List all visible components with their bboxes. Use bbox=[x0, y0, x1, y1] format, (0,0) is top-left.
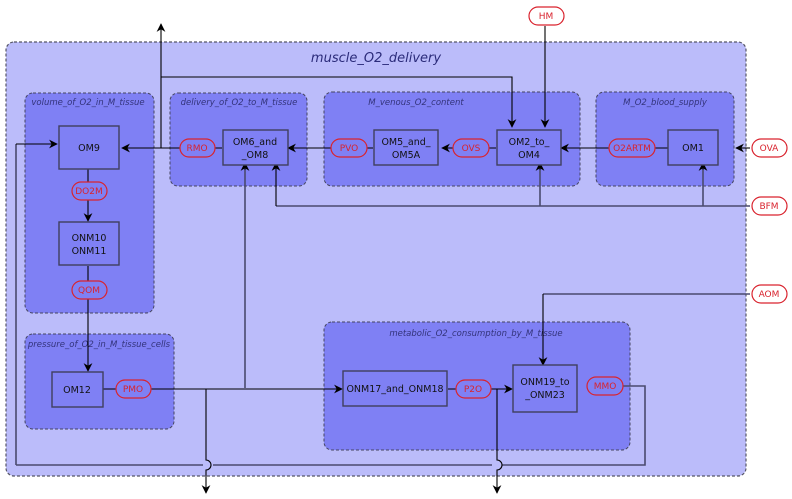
input-aom[interactable]: AOM bbox=[751, 284, 788, 304]
box-om9[interactable]: OM9 bbox=[58, 125, 120, 170]
outer-title: muscle_O2_delivery bbox=[311, 51, 441, 66]
variable-mmo[interactable]: MMO bbox=[586, 376, 624, 396]
variable-ovs-label: OVS bbox=[462, 144, 481, 154]
variable-qom-label: QOM bbox=[78, 286, 100, 296]
input-hm-label: HM bbox=[539, 12, 554, 22]
group-blood-supply-title: M_O2_blood_supply bbox=[623, 98, 708, 108]
box-onm10-label-2: ONM11 bbox=[72, 246, 107, 257]
box-onm10-onm11[interactable]: ONM10 ONM11 bbox=[58, 221, 120, 266]
variable-pmo-label: PMO bbox=[123, 385, 143, 395]
variable-do2m-label: DO2M bbox=[75, 187, 103, 197]
box-om6-label-2: _OM8 bbox=[241, 150, 268, 161]
variable-pvo-label: PVO bbox=[340, 144, 359, 154]
box-om2-label-1: OM2_to_ bbox=[509, 137, 550, 148]
input-bfm[interactable]: BFM bbox=[751, 196, 788, 216]
box-onm19-label-1: ONM19_to bbox=[520, 377, 569, 388]
edge-down-output-1 bbox=[201, 389, 212, 494]
input-ova-label: OVA bbox=[760, 144, 780, 154]
box-om12-label: OM12 bbox=[63, 385, 91, 396]
box-om2-om4[interactable]: OM2_to_ OM4 bbox=[496, 129, 562, 166]
box-om9-label: OM9 bbox=[78, 143, 100, 154]
variable-mmo-label: MMO bbox=[594, 382, 617, 392]
variable-ovs[interactable]: OVS bbox=[452, 138, 490, 158]
box-om5-label-1: OM5_and_ bbox=[381, 137, 430, 148]
variable-o2artm-label: O2ARTM bbox=[613, 144, 651, 154]
box-onm17-label: ONM17_and_ONM18 bbox=[346, 384, 443, 395]
variable-o2artm[interactable]: O2ARTM bbox=[608, 138, 656, 158]
box-om1[interactable]: OM1 bbox=[667, 129, 719, 166]
variable-p2o-label: P2O bbox=[464, 385, 482, 395]
box-onm19-onm23[interactable]: ONM19_to _ONM23 bbox=[512, 364, 578, 413]
variable-rmo-label: RMO bbox=[186, 144, 207, 154]
variable-pvo[interactable]: PVO bbox=[330, 138, 368, 158]
box-onm10-label-1: ONM10 bbox=[72, 233, 107, 244]
edge-top-to-om2 bbox=[161, 76, 517, 128]
box-onm19-label-2: _ONM23 bbox=[524, 390, 565, 401]
box-om12[interactable]: OM12 bbox=[51, 371, 104, 408]
input-hm[interactable]: HM bbox=[528, 6, 565, 26]
box-om5-label-2: OM5A bbox=[392, 150, 421, 161]
variable-p2o[interactable]: P2O bbox=[455, 379, 492, 399]
input-aom-label: AOM bbox=[759, 290, 780, 300]
group-pressure-title: pressure_of_O2_in_M_tissue_cells bbox=[27, 340, 171, 350]
edge-down-output-2 bbox=[492, 389, 503, 494]
box-om1-label: OM1 bbox=[682, 143, 704, 154]
group-venous-title: M_venous_O2_content bbox=[368, 98, 464, 108]
edge-bottom-loop bbox=[16, 385, 646, 466]
variable-qom[interactable]: QOM bbox=[71, 280, 108, 300]
box-om5-om5a[interactable]: OM5_and_ OM5A bbox=[373, 129, 439, 166]
group-volume-title: volume_of_O2_in_M_tissue bbox=[31, 98, 144, 108]
group-delivery-title: delivery_of_O2_to_M_tissue bbox=[181, 98, 298, 108]
group-metabolic-title: metabolic_O2_consumption_by_M_tissue bbox=[389, 329, 562, 339]
variable-rmo[interactable]: RMO bbox=[179, 138, 216, 158]
box-om2-label-2: OM4 bbox=[518, 150, 540, 161]
box-om6-om8[interactable]: OM6_and _OM8 bbox=[222, 129, 289, 166]
input-ova[interactable]: OVA bbox=[751, 138, 788, 158]
input-bfm-label: BFM bbox=[759, 202, 778, 212]
box-onm17-onm18[interactable]: ONM17_and_ONM18 bbox=[342, 370, 448, 407]
variable-do2m[interactable]: DO2M bbox=[71, 181, 108, 201]
box-om6-label-1: OM6_and bbox=[233, 137, 277, 148]
variable-pmo[interactable]: PMO bbox=[115, 379, 152, 399]
